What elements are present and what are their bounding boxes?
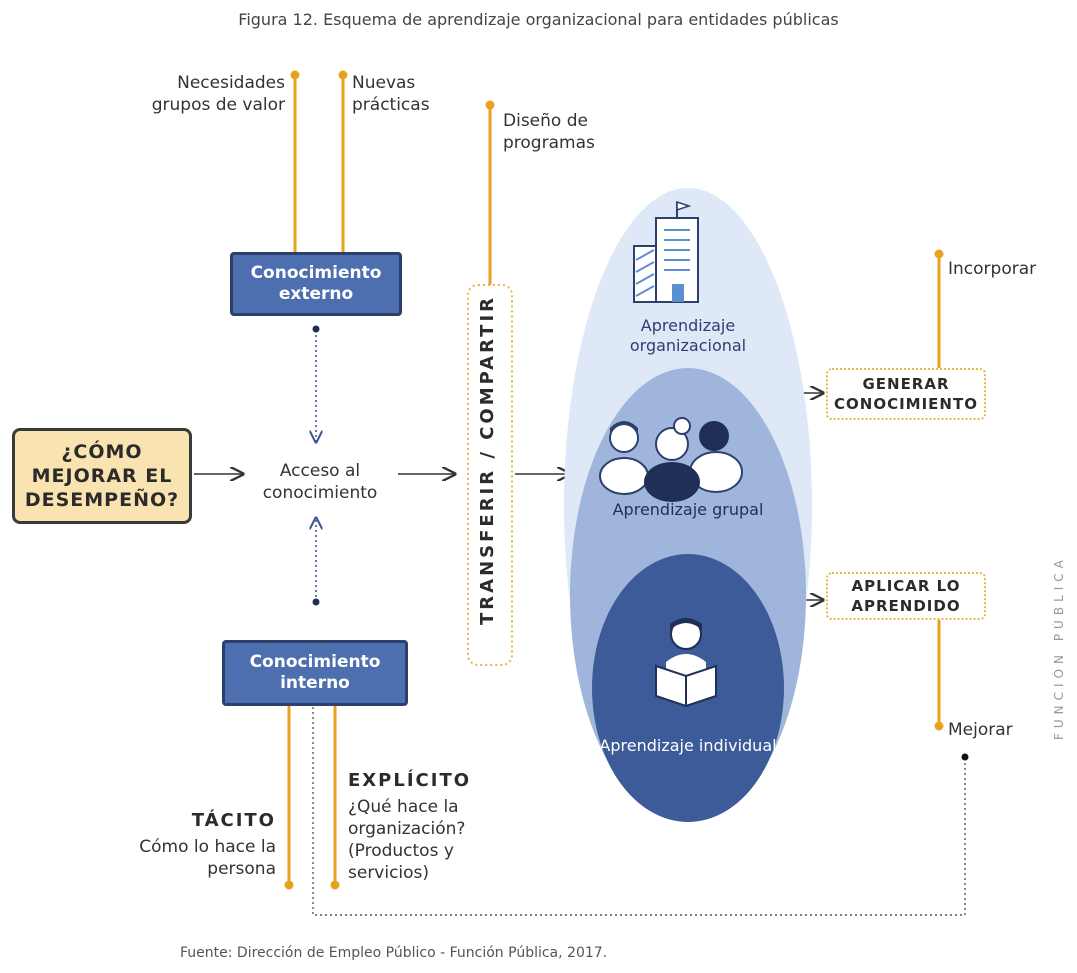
dot-interno (312, 598, 320, 606)
label-incorporar: Incorporar (948, 259, 1037, 279)
label-acceso: Acceso al conocimiento (262, 461, 378, 503)
transfer-capsule (467, 284, 513, 666)
label-grupal: Aprendizaje grupal (612, 500, 764, 519)
dot-mejorar (961, 753, 969, 761)
box-generar: GENERAR CONOCIMIENTO (826, 368, 986, 420)
label-transferir: TRANSFERIR / COMPARTIR (477, 295, 498, 625)
feedback-loop (313, 690, 966, 916)
label-nuevas: Nuevas prácticas (352, 73, 430, 115)
dot-externo (312, 325, 320, 333)
group-icon (599, 417, 743, 502)
question-box: ¿CÓMO MEJORAR EL DESEMPEÑO? (12, 428, 192, 524)
label-diseno: Diseño de programas (503, 111, 595, 153)
label-explicito-title: EXPLÍCITO (348, 770, 472, 791)
figure-title: Figura 12. Esquema de aprendizaje organi… (238, 10, 839, 29)
reader-icon (655, 618, 717, 708)
box-aplicar: APLICAR LO APRENDIDO (826, 572, 986, 620)
label-tacito-title: TÁCITO (191, 810, 276, 831)
label-organizacional: Aprendizaje organizacional (629, 316, 747, 355)
label-individual: Aprendizaje individual (599, 736, 777, 755)
input-lines (284, 70, 944, 890)
building-icon (633, 200, 699, 303)
box-conocimiento-interno: Conocimiento interno (222, 640, 408, 706)
label-mejorar: Mejorar (948, 720, 1013, 740)
side-watermark: FUNCIÓN PÚBLICA (1052, 555, 1066, 740)
label-tacito-desc: Cómo lo hace la persona (139, 837, 276, 879)
source-footer: Fuente: Dirección de Empleo Público - Fu… (180, 945, 608, 961)
label-explicito-desc: ¿Qué hace la organización? (Productos y … (348, 797, 466, 883)
box-conocimiento-externo: Conocimiento externo (230, 252, 402, 316)
label-necesidades: Necesidades grupos de valor (151, 73, 285, 115)
